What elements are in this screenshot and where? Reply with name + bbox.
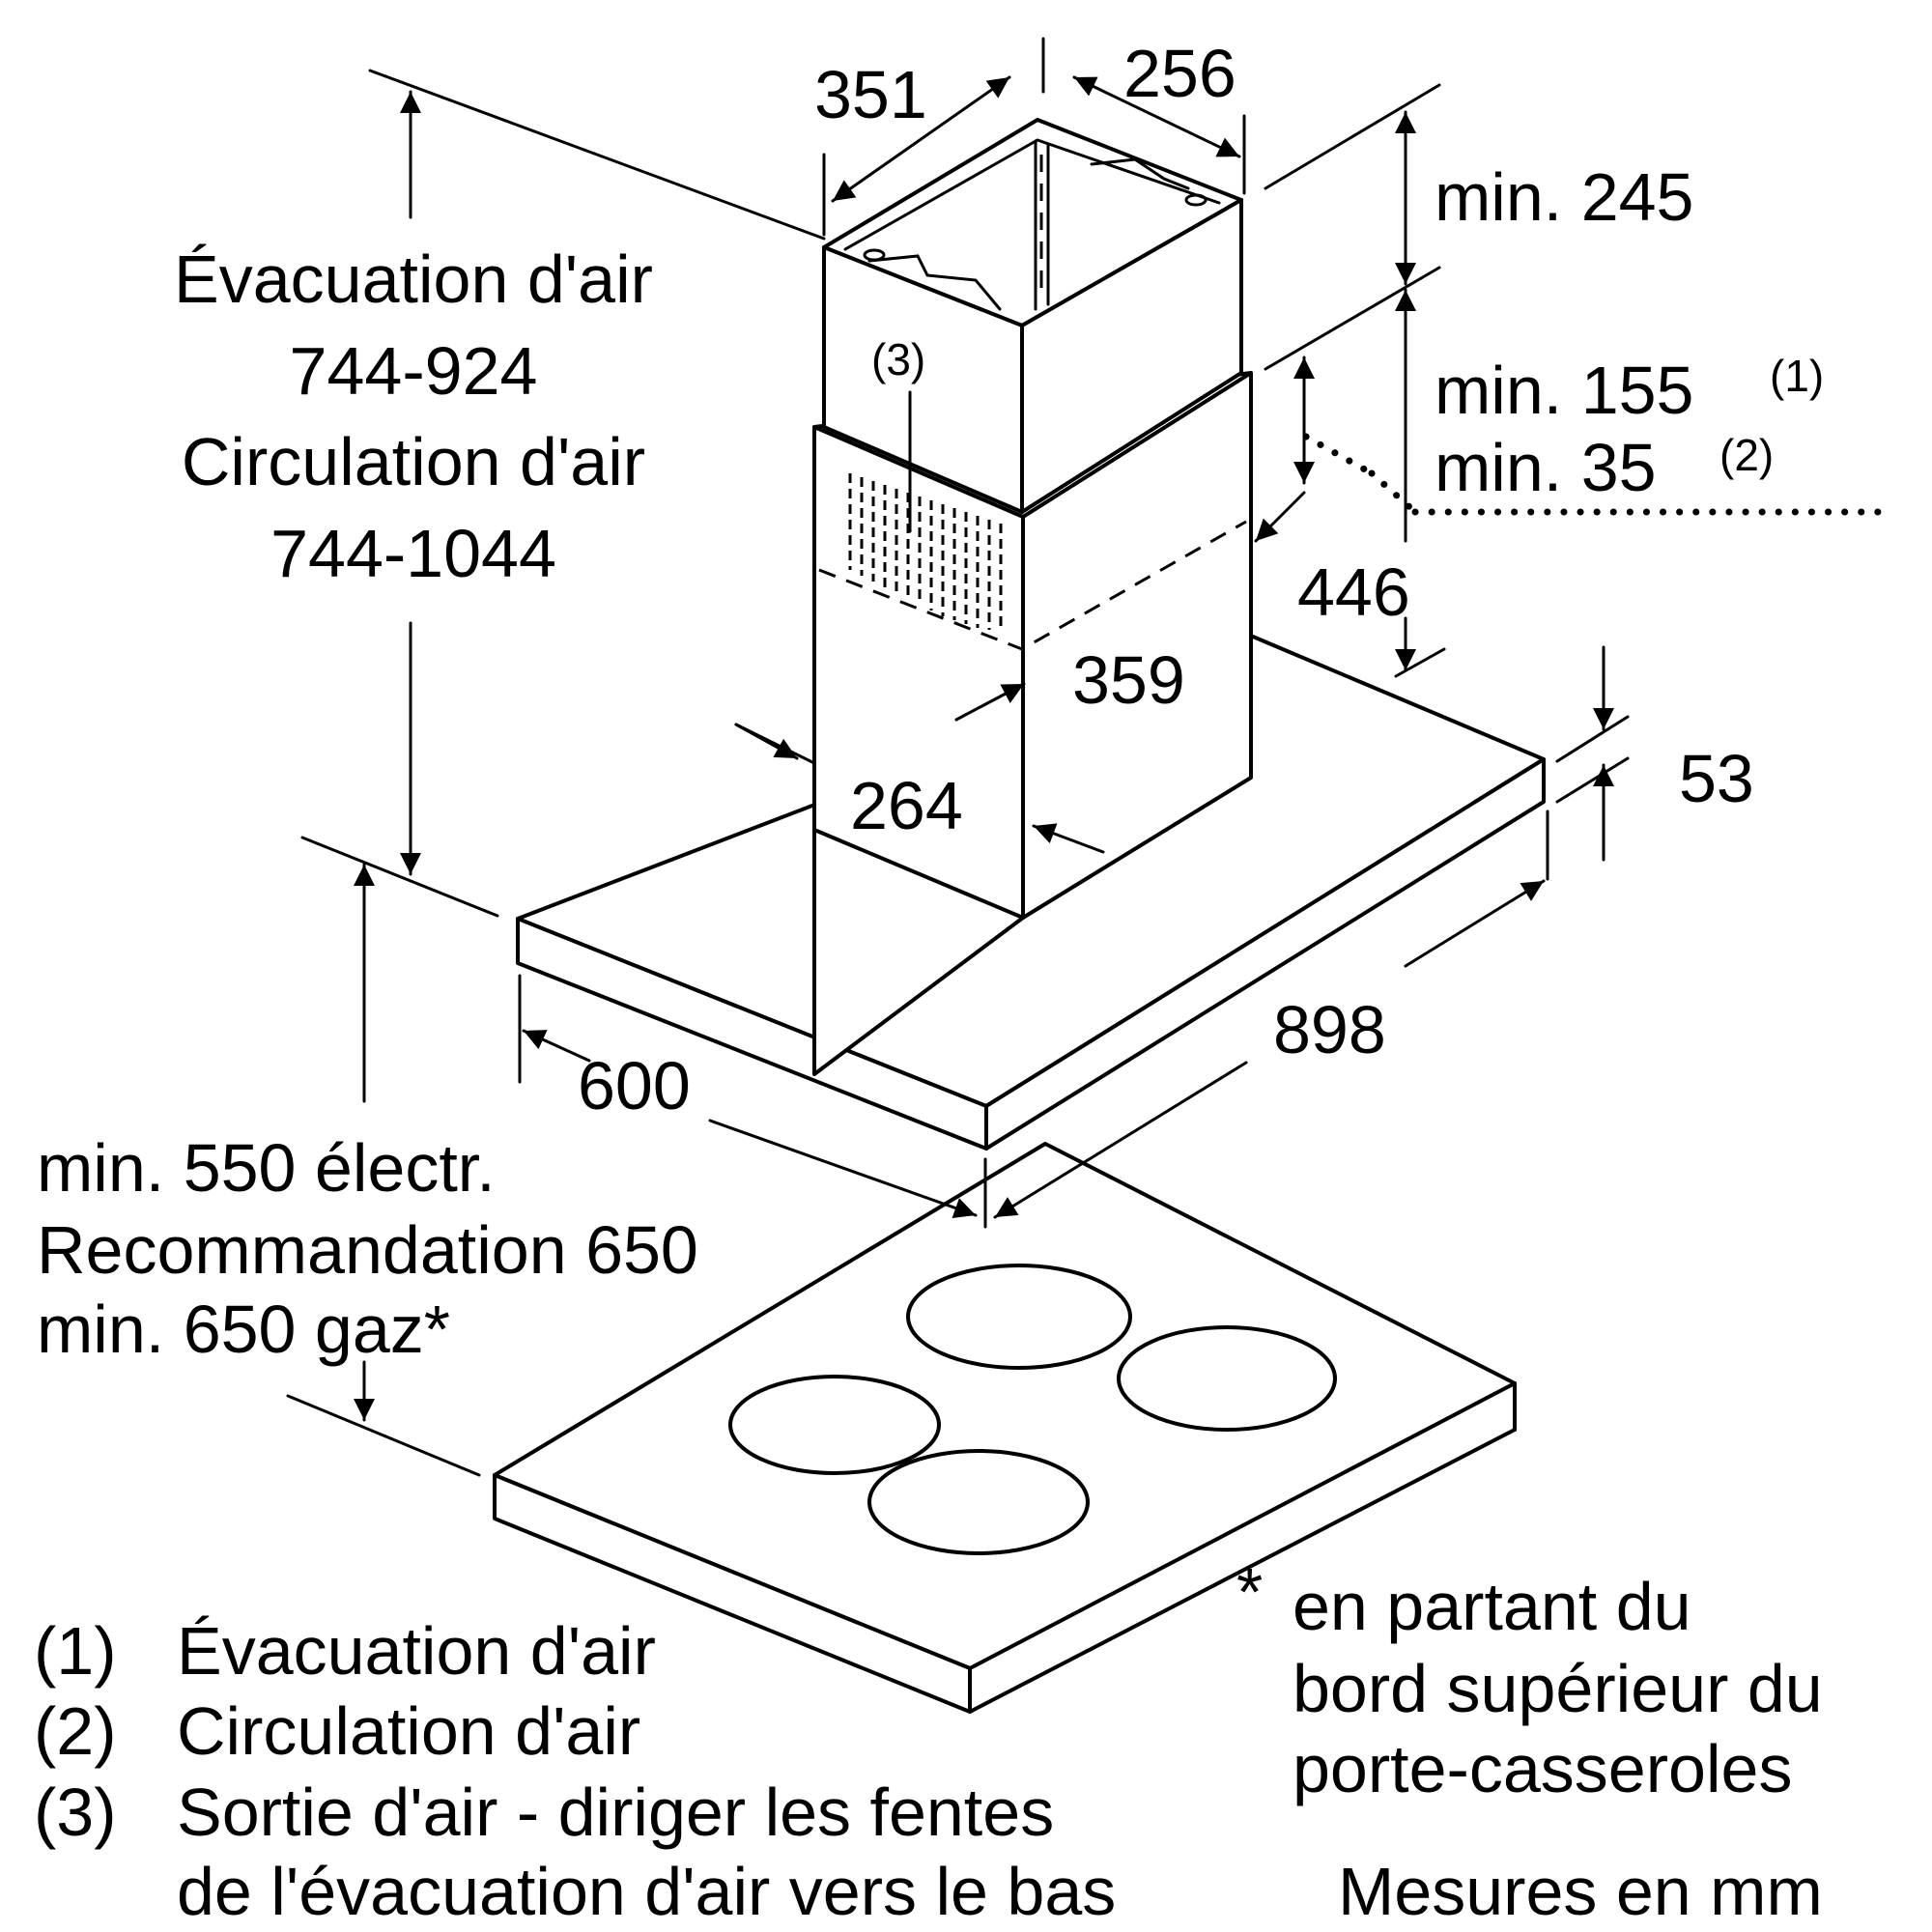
burner-front-right (867, 1449, 1090, 1555)
air-outlet-vent (848, 473, 1003, 632)
cooktop-clearance-label: min. 550 électr. Recommandation 650 min.… (37, 1130, 698, 1367)
legend: (1) Évacuation d'air (2) Circulation d'a… (34, 1613, 1116, 1929)
dim-256: 256 (1123, 36, 1236, 111)
units-note: Mesures en mm (1338, 1854, 1823, 1929)
legend-text-3: Sortie d'air - diriger les fentes (177, 1775, 1054, 1850)
asterisk-mark: * (1236, 1554, 1263, 1630)
dim-600: 600 (578, 1048, 691, 1123)
dim-min-35: min. 35 (1435, 430, 1657, 505)
dimension-lines (286, 37, 1897, 1477)
asterisk-note: * en partant du bord supérieur du porte-… (1236, 1554, 1823, 1806)
height-line-4: 744-1044 (270, 516, 556, 591)
height-line-1: Évacuation d'air (174, 242, 653, 317)
clearance-line-1: min. 550 électr. (37, 1130, 496, 1206)
legend-num-3: (3) (34, 1775, 117, 1850)
dim-898: 898 (1273, 992, 1386, 1067)
dim-351: 351 (814, 57, 927, 132)
legend-text-4: de l'évacuation d'air vers le bas (177, 1854, 1116, 1929)
burner-front-left (728, 1375, 941, 1475)
legend-text-2: Circulation d'air (177, 1693, 640, 1769)
legend-text-1: Évacuation d'air (177, 1613, 656, 1689)
dim-min-35-ref: (2) (1719, 430, 1774, 480)
dim-53: 53 (1679, 741, 1754, 816)
asterisk-line-2: bord supérieur du (1293, 1651, 1823, 1726)
cooktop (493, 1142, 1517, 1714)
dim-min-155-ref: (1) (1770, 351, 1824, 401)
chimney (812, 118, 1253, 1076)
height-line-2: 744-924 (290, 333, 538, 409)
dimension-labels: 351 256 min. 245 min. 155 (1) min. 35 (2… (578, 36, 1824, 1123)
dim-264: 264 (850, 768, 963, 843)
callout-3: (3) (871, 334, 925, 384)
asterisk-line-1: en partant du (1293, 1569, 1691, 1644)
clearance-line-3: min. 650 gaz* (37, 1292, 450, 1367)
burner-back-right (1117, 1325, 1337, 1432)
asterisk-line-3: porte-casseroles (1293, 1731, 1792, 1806)
clearance-line-2: Recommandation 650 (37, 1212, 698, 1288)
legend-num-1: (1) (34, 1613, 117, 1689)
extraction-height-label: Évacuation d'air 744-924 Circulation d'a… (174, 242, 653, 591)
legend-num-2: (2) (34, 1693, 117, 1769)
dim-359: 359 (1072, 642, 1185, 718)
dim-446: 446 (1297, 554, 1410, 630)
burner-back-left (906, 1264, 1132, 1370)
dim-min-245: min. 245 (1435, 159, 1693, 235)
dim-min-155: min. 155 (1435, 353, 1693, 428)
height-line-3: Circulation d'air (182, 424, 645, 499)
